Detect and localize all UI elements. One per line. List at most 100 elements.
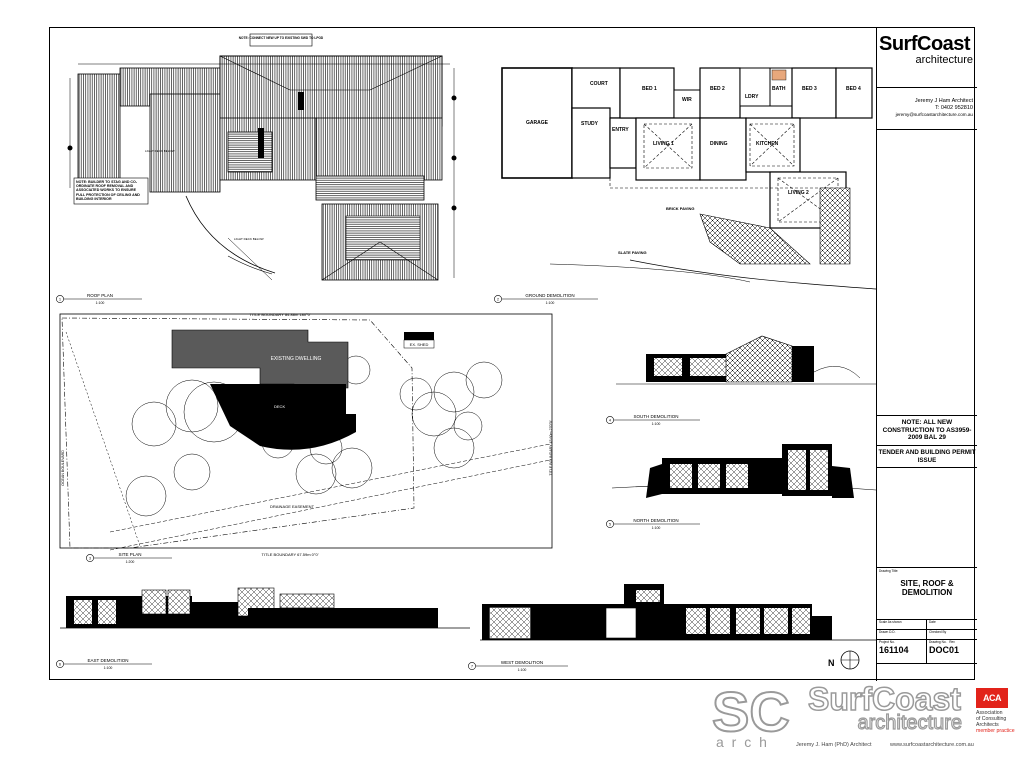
tb-issue-cell: TENDER AND BUILDING PERMIT ISSUE bbox=[877, 446, 977, 468]
room-label-living2: LIVING 2 bbox=[788, 190, 809, 196]
site-label-boundary-top: TITLE BOUNDARY 84.88m 180°0' bbox=[249, 312, 311, 317]
shed-label-bg bbox=[403, 339, 435, 349]
south-demo-number-circle bbox=[606, 416, 614, 424]
roof-deck-strip bbox=[315, 175, 425, 201]
footer-architect: Jeremy J. Ham (PhD) Architect bbox=[796, 742, 872, 748]
tb-drawn-row: Drawn D.D. Checked By bbox=[877, 630, 977, 640]
entry-room bbox=[609, 117, 637, 169]
living1-room bbox=[635, 117, 701, 181]
roof-lower-inner bbox=[345, 215, 421, 261]
drawing-sheet: NOTE: CONNECT NEW UP TO EXISTING SWD TO … bbox=[49, 27, 977, 681]
north-demolition-elevation: 5 NORTH DEMOLITION 1:100 bbox=[606, 444, 876, 530]
tb-drawing-title-label: Drawing Title: bbox=[879, 569, 899, 573]
room-label-wir: WIR bbox=[682, 97, 692, 103]
wir-room bbox=[673, 89, 701, 119]
north-demo-scale: 1:100 bbox=[652, 526, 661, 530]
ground-demo-number: 2 bbox=[497, 298, 499, 302]
bed2-room bbox=[699, 67, 741, 119]
north-demo-number: 5 bbox=[609, 523, 611, 527]
room-label-court: COURT bbox=[590, 81, 608, 87]
tb-email: jeremy@surfcoastarchitecture.com.au bbox=[895, 112, 973, 117]
light-deck-label-2: LIGHT DECK BELOW bbox=[234, 237, 264, 241]
ground-demolition-plan: GARAGE COURT STUDY ENTRY BED 1 WIR BED 2… bbox=[494, 67, 876, 305]
site-plan-scale: 1:200 bbox=[126, 560, 135, 564]
ldry-room bbox=[739, 67, 771, 107]
room-label-dining: DINING bbox=[710, 141, 728, 147]
room-label-entry: ENTRY bbox=[612, 127, 629, 133]
tb-drawn-label: Drawn bbox=[879, 630, 889, 634]
roof-plan-number-circle bbox=[56, 295, 64, 303]
tb-checked-label: Checked By bbox=[929, 630, 947, 634]
site-label-drainage: DRAINAGE EASEMENT bbox=[270, 504, 315, 509]
deck-footprint bbox=[210, 384, 356, 450]
site-label-deck: DECK bbox=[274, 404, 285, 409]
tb-architect: Jeremy J Ham Architect bbox=[914, 98, 973, 104]
site-plan: EX. SHED EXISTING DWELLING DECK TITLE BO… bbox=[59, 312, 553, 564]
tb-scale-value: As shown bbox=[887, 620, 902, 624]
deck-crosshatch-right bbox=[819, 187, 851, 265]
east-demo-number-circle bbox=[56, 660, 64, 668]
ground-demo-title: GROUND DEMOLITION bbox=[525, 293, 574, 298]
room-label-bed1: BED 1 bbox=[642, 86, 657, 92]
tb-note-cell: NOTE: ALL NEW CONSTRUCTION TO AS3959-200… bbox=[877, 416, 977, 446]
east-demolition-elevation: 6 EAST DEMOLITION 1:100 bbox=[56, 587, 470, 670]
tb-project-row: Project No. 161104 Drawing No. Rev DOC01 bbox=[877, 640, 977, 664]
tb-notes-blank bbox=[877, 468, 977, 568]
site-label-ex-shed: EX. SHED bbox=[410, 342, 429, 347]
light-deck-label-1: LIGHT DECK BELOW bbox=[145, 149, 175, 153]
aca-logo-icon: ACA bbox=[976, 688, 1008, 708]
tb-scale-label: Scale bbox=[879, 620, 887, 624]
tb-phone: T: 0402 952810 bbox=[935, 105, 973, 111]
south-demo-title: SOUTH DEMOLITION bbox=[633, 414, 678, 419]
bed3-room bbox=[791, 67, 837, 119]
roof-top-note-box bbox=[249, 33, 313, 47]
west-demo-number-circle bbox=[468, 662, 476, 670]
footer-brand-sub: architecture bbox=[857, 711, 963, 734]
tb-drawn-value: D.D. bbox=[889, 630, 896, 634]
title-boundary bbox=[61, 317, 415, 549]
site-plan-title: SITE PLAN bbox=[118, 552, 141, 557]
site-plan-number: 3 bbox=[89, 557, 91, 561]
west-demolition-elevation: 7 WEST DEMOLITION 1:100 bbox=[468, 584, 876, 672]
footer-website: www.surfcoastarchitecture.com.au bbox=[890, 742, 974, 748]
tb-drawing-no-label: Drawing No. bbox=[929, 640, 947, 644]
aca-line1: Association bbox=[976, 710, 1003, 716]
tb-bottom-strip bbox=[877, 664, 977, 681]
roof-mid-left bbox=[149, 93, 221, 193]
roof-top-note: NOTE: CONNECT NEW UP TO EXISTING SWD TO … bbox=[239, 36, 324, 40]
bed1-room bbox=[619, 67, 675, 119]
tb-drawing-no: DOC01 bbox=[929, 645, 960, 655]
west-demo-title: WEST DEMOLITION bbox=[501, 660, 543, 665]
roof-skylight-panel bbox=[227, 131, 273, 173]
footer-arch-letters: a r c h bbox=[716, 734, 769, 750]
roof-plan: NOTE: CONNECT NEW UP TO EXISTING SWD TO … bbox=[56, 33, 457, 305]
roof-black-block-2 bbox=[298, 92, 304, 110]
site-label-boundary-bottom: TITLE BOUNDARY 67.59m 0°0' bbox=[262, 552, 319, 557]
bed4-room bbox=[835, 67, 873, 119]
roof-builder-note: NOTE: BUILDER TO STAG AND CO-ORDINATE RO… bbox=[76, 180, 140, 201]
roof-main bbox=[219, 55, 443, 127]
room-label-living1: LIVING 1 bbox=[653, 141, 674, 147]
tb-drawing-title-cell: Drawing Title: SITE, ROOF & DEMOLITION bbox=[877, 568, 977, 620]
footer-brand: SurfCoast bbox=[807, 681, 961, 717]
roof-builder-note-box bbox=[73, 177, 149, 205]
tb-scale-row: Scale As shown Date bbox=[877, 620, 977, 630]
aca-line2: of Consulting bbox=[976, 716, 1007, 722]
label-slate-paving: SLATE PAVING bbox=[618, 250, 647, 255]
east-demo-scale: 1:100 bbox=[104, 666, 113, 670]
roof-outer-left bbox=[77, 73, 121, 193]
roof-curved-deck-edge bbox=[185, 195, 276, 274]
aca-text: Association of Consulting Architects mem… bbox=[976, 710, 1015, 734]
aca-logo-text: ACA bbox=[983, 693, 1002, 703]
dining-room bbox=[699, 117, 747, 181]
tb-rev-label: Rev bbox=[949, 640, 955, 644]
south-demo-scale: 1:100 bbox=[652, 422, 661, 426]
footer-sc-logo: SC a r c h bbox=[711, 683, 804, 751]
tb-date-label: Date bbox=[929, 620, 936, 624]
bath-highlight bbox=[771, 69, 787, 81]
tb-brand: SurfCoast bbox=[879, 33, 971, 55]
brick-paving-area bbox=[699, 213, 811, 265]
label-brick-paving: BRICK PAVING bbox=[666, 206, 695, 211]
room-label-garage: GARAGE bbox=[526, 120, 549, 126]
south-demo-number: 4 bbox=[609, 419, 611, 423]
